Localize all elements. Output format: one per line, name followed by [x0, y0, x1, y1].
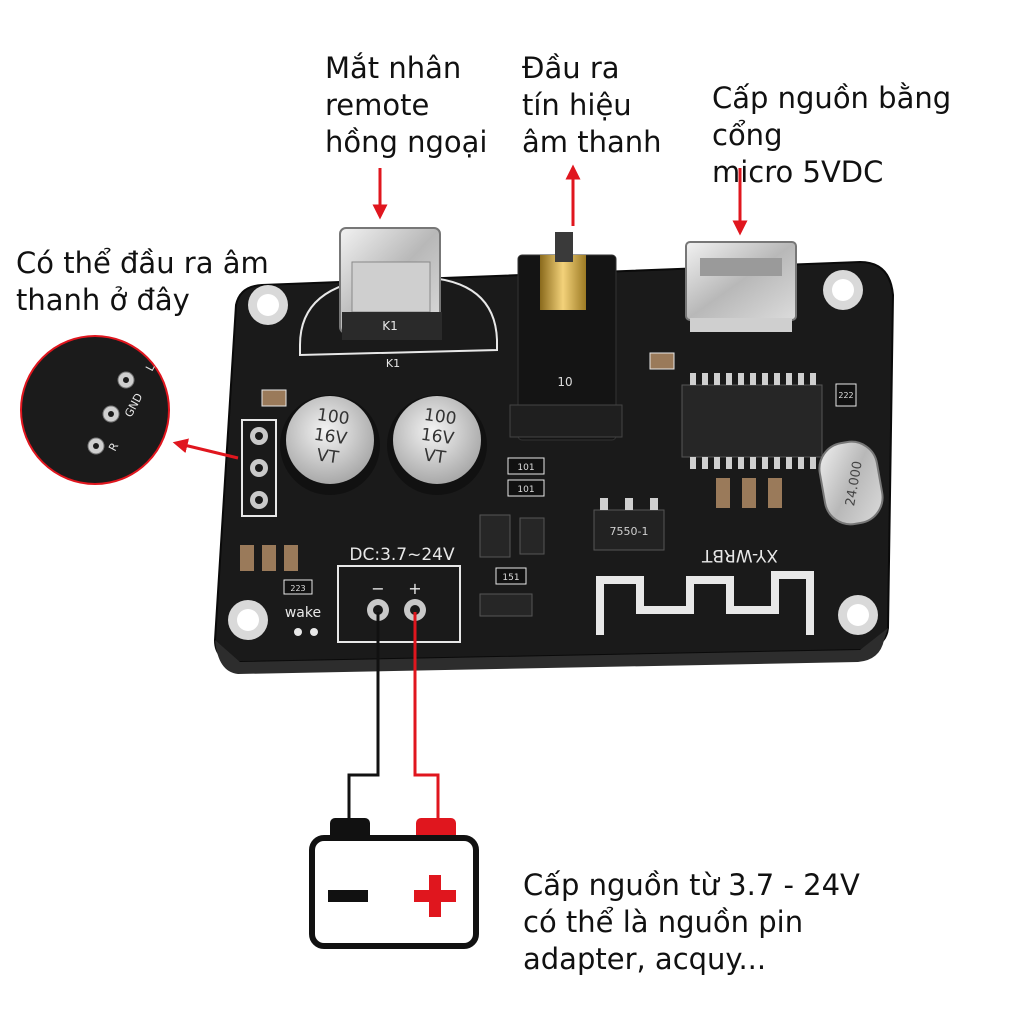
cap-value: 100 [423, 405, 458, 429]
pin-zoom-callout: L GND R [20, 335, 170, 485]
cap-series: VT [315, 445, 340, 468]
wire-positive [413, 612, 440, 822]
smd-diode [479, 514, 511, 558]
crystal-oscillator: 24.000 [818, 440, 884, 526]
power-silk-box [337, 565, 461, 643]
smd-resistor [240, 545, 298, 571]
svg-text:101: 101 [517, 463, 534, 473]
mounting-hole [823, 270, 863, 310]
k1-silk: K1 [382, 319, 398, 333]
svg-text:222: 222 [838, 391, 853, 400]
minus-silk: − [371, 579, 384, 598]
label-micro-usb: Cấp nguồn bằng cổng micro 5VDC [712, 81, 952, 189]
jack-number: 10 [557, 375, 572, 389]
smd-resistor: 101 [507, 479, 545, 497]
cap-series: VT [422, 445, 447, 468]
micro-usb-port [685, 241, 797, 332]
smd-resistor: 222 [835, 383, 857, 407]
wire-negative [347, 612, 380, 822]
wake-silk: wake [285, 605, 321, 621]
cap-voltage: 16V [420, 425, 456, 449]
battery-terminal-positive [416, 818, 456, 840]
audio-header-pads [241, 419, 277, 517]
smd-diode [479, 593, 533, 617]
smd-resistor [261, 352, 675, 407]
cap-value: 100 [316, 405, 351, 429]
svg-text:223: 223 [290, 584, 305, 593]
capacitor-right: 100 16V VT [387, 395, 487, 495]
audio-jack: 10 [509, 232, 623, 441]
antenna-trace [596, 571, 814, 635]
pcb-board [213, 260, 895, 674]
cap-voltage: 16V [313, 425, 349, 449]
model-silk: XY-WRBT [701, 545, 778, 565]
label-audio-out: Đầu ra tín hiệu âm thanh [522, 51, 662, 159]
smd-diode [519, 517, 545, 555]
regulator-label: 7550-1 [610, 525, 649, 538]
ir-receiver: K1 K1 [339, 227, 442, 370]
battery-terminal-negative [330, 818, 370, 840]
label-power-input: Cấp nguồn từ 3.7 - 24V có thể là nguồn p… [523, 868, 860, 976]
battery-icon [309, 818, 479, 949]
svg-text:151: 151 [502, 573, 519, 583]
smd-resistor: 223 [283, 579, 313, 595]
battery-plus-sign [414, 875, 456, 917]
mounting-hole [838, 595, 878, 635]
power-pad-negative [367, 599, 389, 621]
voltage-regulator: 7550-1 [593, 498, 665, 551]
arrow-zoom-callout [172, 438, 239, 460]
smd-resistor: 101 [507, 457, 545, 475]
label-alt-audio: Có thể đầu ra âm thanh ở đây [16, 246, 269, 317]
capacitor-left: 100 16V VT [280, 395, 380, 495]
bluetooth-ic [681, 373, 823, 469]
mounting-hole [228, 600, 268, 640]
mounting-hole [248, 285, 288, 325]
battery-minus-sign [328, 890, 368, 902]
plus-silk: + [408, 579, 421, 598]
label-ir-receiver: Mắt nhân remote hồng ngoại [325, 51, 488, 159]
smd-resistor [716, 478, 782, 508]
svg-text:101: 101 [517, 485, 534, 495]
k1-silk-label: K1 [386, 357, 400, 370]
power-pad-positive [404, 599, 426, 621]
smd-resistor: 151 [495, 567, 527, 585]
dc-rating-silk: DC:3.7~24V [349, 545, 455, 565]
